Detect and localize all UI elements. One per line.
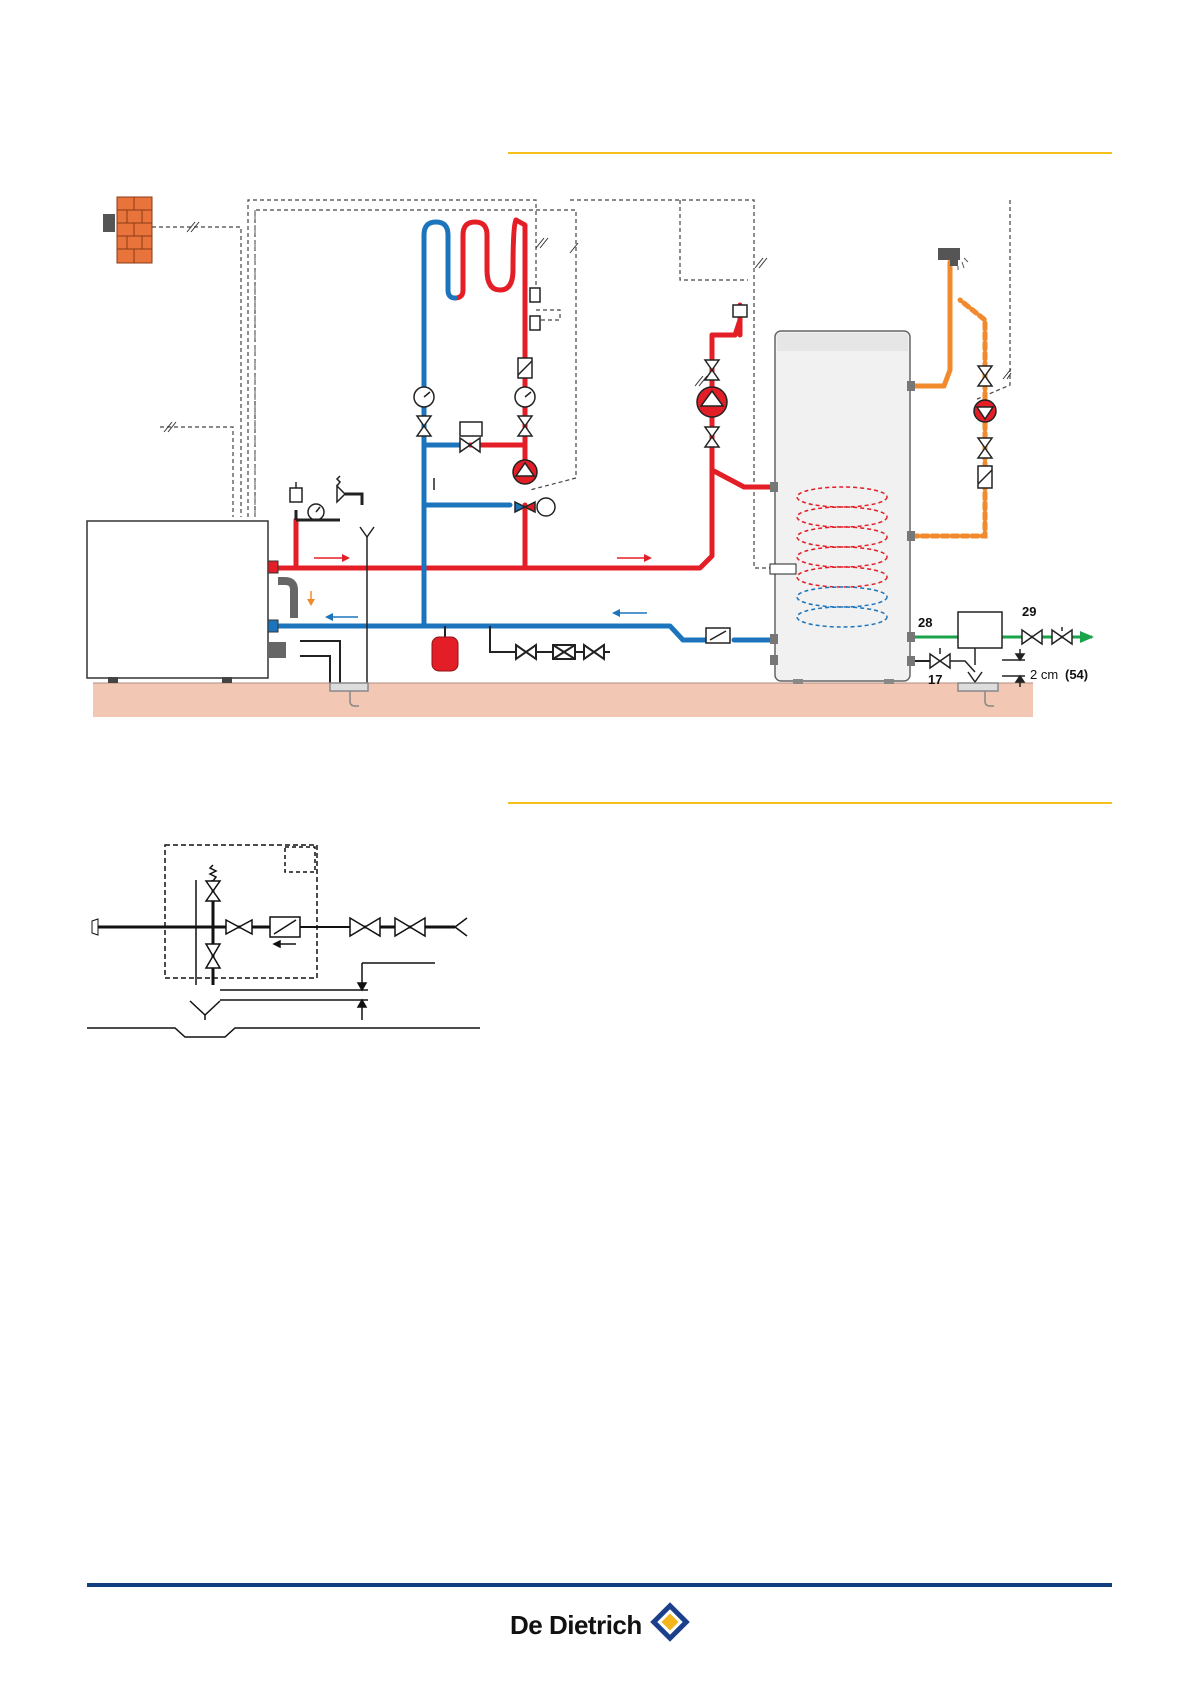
label-28: 28	[918, 615, 932, 630]
label-gap-ref: (54)	[1065, 667, 1088, 682]
label-gap: 2 cm	[1030, 667, 1058, 682]
label-17: 17	[928, 672, 942, 687]
safety-group	[290, 476, 362, 520]
flow-arrows	[307, 554, 652, 621]
footer-rule	[87, 1583, 1112, 1587]
hp-connections	[268, 561, 340, 683]
brand-logo-text: De Dietrich	[510, 1610, 642, 1641]
safety-group-detail	[87, 845, 480, 1037]
expansion-vessel	[432, 626, 458, 671]
label-29: 29	[1022, 604, 1036, 619]
heat-pump-unit	[87, 521, 268, 683]
floor	[93, 683, 1033, 717]
fill-line	[490, 626, 610, 659]
outdoor-sensor-wall	[103, 197, 152, 263]
heating-circuit-components	[414, 288, 555, 516]
tap-icon	[938, 248, 968, 270]
dhw-storage-tank	[770, 331, 915, 684]
dhw-pipe	[912, 262, 950, 386]
